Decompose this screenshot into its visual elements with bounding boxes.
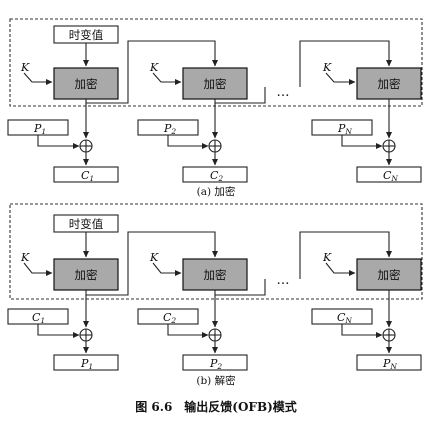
ciphertext-box-1 [53,166,119,183]
key-arrow-1 [23,72,53,85]
plaintext-output-box-1 [53,354,119,371]
plaintext-label-n: PN [337,122,352,136]
ciphertext-label-n: CN [383,169,398,183]
plaintext-output-box-2 [182,354,248,371]
feedback-line-n [299,40,392,87]
decryption-panel: 时变值 K K K 加密 加密 加密 … C1 C2 CN [7,203,423,387]
encryption-panel: 时变值 K K K 加密 加密 加密 … P1 P2 PN [7,18,423,198]
key-label-2: K [149,61,159,74]
ciphertext-input-label-2: C2 [163,311,176,325]
xor-icon-n [382,139,396,153]
ciphertext-box-2 [182,166,248,183]
ciphertext-box-n [356,166,422,183]
feedback-line-decrypt-2 [214,279,266,296]
key-label-decrypt-n: K [322,251,332,264]
decrypt-encrypt-block-2-label: 加密 [204,268,227,282]
plaintext-label-2: P2 [163,122,176,136]
key-label-1: K [20,61,30,74]
ellipsis-decrypt: … [277,273,290,288]
input-arrow-2 [167,135,209,149]
feedback-line-decrypt-n [299,231,392,279]
input-arrow-decrypt-2 [167,324,209,338]
key-arrow-decrypt-2 [152,262,182,276]
plaintext-output-label-2: P2 [209,357,222,371]
decrypt-encrypt-block-2 [182,258,248,291]
encrypt-block-n-label: 加密 [378,77,401,91]
decrypt-encrypt-block-1-label: 加密 [75,268,98,282]
ciphertext-input-label-n: CN [337,311,352,325]
ellipsis: … [277,85,290,100]
input-arrow-decrypt-n [341,324,383,338]
decrypt-encrypt-block-n [356,258,422,291]
ciphertext-input-label-1: C1 [32,311,45,325]
decrypt-encrypt-block-1 [53,258,119,291]
input-arrow-1 [37,135,80,149]
key-arrow-decrypt-n [325,262,356,276]
xor-icon-decrypt-1 [79,328,93,342]
input-arrow-n [341,135,383,149]
feedback-line-2 [214,87,266,104]
encrypt-block-1 [53,67,119,100]
plaintext-output-label-n: PN [382,357,397,371]
iv-label-decrypt: 时变值 [69,217,104,231]
key-arrow-n [325,72,356,85]
key-label-decrypt-1: K [20,251,30,264]
input-arrow-decrypt-1 [37,324,80,338]
key-label-decrypt-2: K [149,251,159,264]
figure-caption: 图 6.6 输出反馈(OFB)模式 [135,399,297,414]
xor-icon-1 [79,139,93,153]
plaintext-output-label-1: P1 [80,357,93,371]
encrypt-block-2-label: 加密 [204,77,227,91]
xor-icon-decrypt-2 [208,328,222,342]
decryption-caption: (b) 解密 [196,374,236,387]
feedback-line-1 [85,40,218,104]
xor-icon-2 [208,139,222,153]
encryption-caption: (a) 加密 [197,185,236,198]
encrypt-block-n [356,67,422,100]
encryption-dashed-frame [9,18,423,107]
xor-icon-decrypt-n [382,328,396,342]
key-arrow-decrypt-1 [23,262,53,276]
decryption-dashed-frame [9,203,423,300]
decrypt-encrypt-block-n-label: 加密 [378,268,401,282]
ciphertext-label-2: C2 [210,169,223,183]
plaintext-output-box-n [356,354,422,371]
feedback-line-decrypt-1 [85,231,218,296]
plaintext-label-1: P1 [33,122,46,136]
key-arrow-2 [152,72,182,85]
iv-label: 时变值 [69,28,104,42]
encrypt-block-1-label: 加密 [75,77,98,91]
key-label-n: K [322,61,332,74]
ciphertext-label-1: C1 [81,169,94,183]
